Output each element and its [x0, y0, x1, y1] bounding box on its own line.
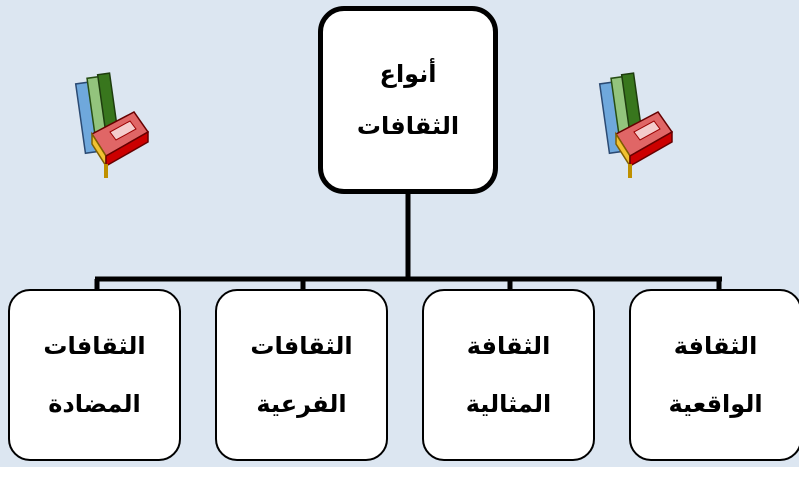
child-node-line1: الثقافات [43, 332, 146, 360]
child-node-line2: المضادة [48, 390, 141, 418]
child-node-line1: الثقافة [673, 332, 758, 360]
child-node-ideal-culture: الثقافة المثالية [422, 289, 595, 461]
books-icon [598, 72, 674, 178]
root-node-line2: الثقافات [356, 112, 460, 140]
child-node-subcultures: الثقافات الفرعية [215, 289, 388, 461]
child-node-line2: الواقعية [668, 390, 763, 418]
child-node-line1: الثقافة [466, 332, 551, 360]
child-node-counter-cultures: الثقافات المضادة [8, 289, 181, 461]
root-node: أنواع الثقافات [318, 6, 498, 194]
child-node-real-culture: الثقافة الواقعية [629, 289, 799, 461]
child-node-line1: الثقافات [250, 332, 353, 360]
books-icon [74, 72, 150, 178]
child-node-line2: الفرعية [256, 390, 347, 418]
root-node-line1: أنواع [379, 60, 437, 88]
child-node-line2: المثالية [465, 390, 552, 418]
